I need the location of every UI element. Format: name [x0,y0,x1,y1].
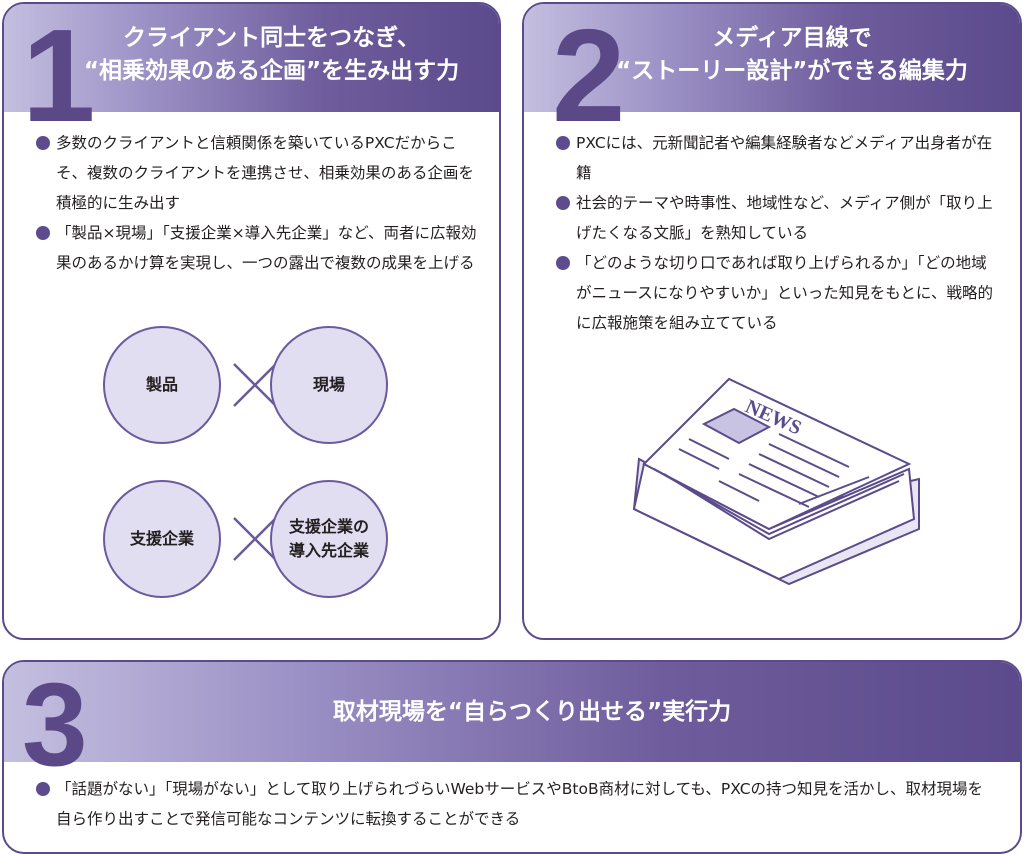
newspaper-illustration: NEWS [632,377,920,586]
bullet-item: 「どのような切り口であれば取り上げられるか」「どの地域がニュースになりやすいか」… [556,248,1001,338]
title-line: “ストーリー設計”ができる編集力 [616,58,968,85]
bullet-list: 多数のクライアントと信頼関係を築いているPXCだからこそ、複数のクライアントを連… [36,128,481,278]
section-number: 1 [22,2,96,149]
section-title: 取材現場を“自らつくり出せる”実行力 [332,699,732,725]
section-number: 3 [22,660,88,791]
section-2-header: 2 メディア目線で “ストーリー設計”ができる編集力 [524,4,1020,142]
bullet-item: PXCには、元新聞記者や編集経験者などメディア出身者が在籍 [556,128,1001,188]
bullet-list: 「話題がない」「現場がない」として取り上げられづらいWebサービスやBtoB商材… [36,774,996,834]
bullet-item: 「製品×現場」「支援企業×導入先企業」など、両者に広報効果のあるかけ算を実現し、… [36,218,481,278]
section-title: クライアント同士をつなぎ、 “相乗効果のある企画”を生み出す力 [44,22,499,89]
circle-product: 製品 [103,326,221,444]
section-3-card: 3 取材現場を“自らつくり出せる”実行力 「話題がない」「現場がない」として取り… [2,660,1022,854]
bullet-item: 「話題がない」「現場がない」として取り上げられづらいWebサービスやBtoB商材… [36,774,996,834]
circle-label: 支援企業の導入先企業 [288,517,369,560]
title-line: メディア目線で [712,25,872,51]
circle-site: 現場 [270,326,388,444]
section-title: メディア目線で “ストーリー設計”ができる編集力 [564,22,1020,89]
bullet-item: 社会的テーマや時事性、地域性など、メディア側が「取り上げたくなる文脈」を熟知して… [556,188,1001,248]
bullet-list: PXCには、元新聞記者や編集経験者などメディア出身者が在籍 社会的テーマや時事性… [556,128,1001,338]
circle-client-company: 支援企業の導入先企業 [270,480,388,598]
title-line: “相乗効果のある企画”を生み出す力 [83,58,460,85]
section-1-card: 1 クライアント同士をつなぎ、 “相乗効果のある企画”を生み出す力 多数のクライ… [2,2,501,640]
title-line: クライアント同士をつなぎ、 [123,25,420,51]
section-1-header: 1 クライアント同士をつなぎ、 “相乗効果のある企画”を生み出す力 [4,4,499,142]
bullet-item: 多数のクライアントと信頼関係を築いているPXCだからこそ、複数のクライアントを連… [36,128,481,218]
circle-support-company: 支援企業 [103,480,221,598]
section-number: 2 [552,2,626,149]
section-3-header: 3 取材現場を“自らつくり出せる”実行力 [4,662,1020,784]
section-2-card: 2 メディア目線で “ストーリー設計”ができる編集力 PXCには、元新聞記者や編… [522,2,1022,640]
